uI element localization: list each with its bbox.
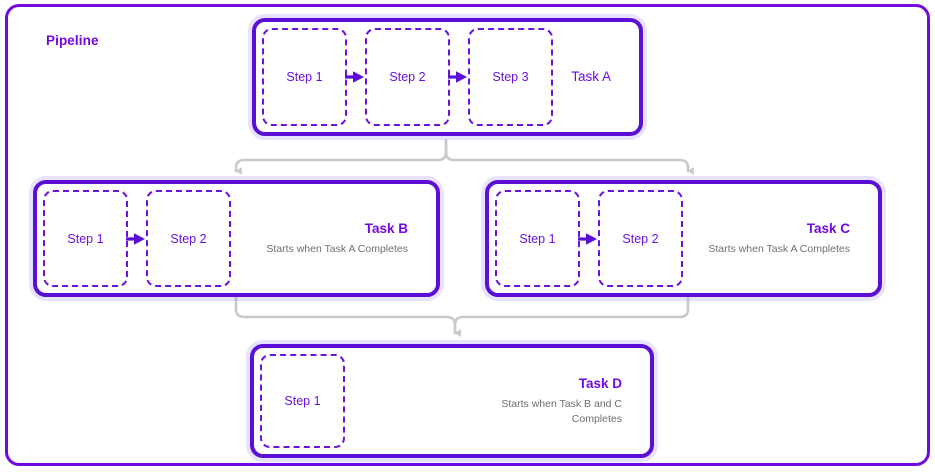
arrow-right-icon <box>578 232 597 245</box>
task-card-task-d[interactable]: Step 1 Task D Starts when Task B and C C… <box>250 344 654 458</box>
step-box[interactable]: Step 1 <box>43 190 128 287</box>
step-box[interactable]: Step 1 <box>260 354 345 448</box>
task-card-task-a[interactable]: Step 1 Step 2 Step 3 Task A <box>252 18 643 136</box>
step-box[interactable]: Step 2 <box>146 190 231 287</box>
task-card-task-b[interactable]: Step 1 Step 2 Task B Starts when Task A … <box>33 180 440 297</box>
step-connector <box>345 28 365 126</box>
task-card-task-c[interactable]: Step 1 Step 2 Task C Starts when Task A … <box>485 180 882 297</box>
step-connector <box>126 190 146 287</box>
step-box[interactable]: Step 2 <box>598 190 683 287</box>
task-label-group: Task C Starts when Task A Completes <box>683 190 872 287</box>
step-box[interactable]: Step 1 <box>495 190 580 287</box>
step-list: Step 1 Step 2 <box>43 190 231 287</box>
step-box[interactable]: Step 2 <box>365 28 450 126</box>
step-connector <box>578 190 598 287</box>
task-label-group: Task A <box>553 28 633 126</box>
task-label-group: Task D Starts when Task B and C Complete… <box>345 354 644 448</box>
task-name: Task B <box>364 220 408 236</box>
task-subtext: Starts when Task B and C Completes <box>501 397 622 426</box>
arrow-right-icon <box>345 71 364 83</box>
arrow-right-icon <box>448 71 467 83</box>
step-box[interactable]: Step 1 <box>262 28 347 126</box>
task-subtext: Starts when Task A Completes <box>266 243 408 255</box>
step-list: Step 1 Step 2 Step 3 <box>262 28 553 126</box>
task-name: Task A <box>571 68 611 84</box>
step-list: Step 1 <box>260 354 345 448</box>
step-connector <box>448 28 468 126</box>
task-name: Task D <box>578 375 622 391</box>
step-box[interactable]: Step 3 <box>468 28 553 126</box>
arrow-right-icon <box>126 232 145 245</box>
task-name: Task C <box>806 220 850 236</box>
task-subtext: Starts when Task A Completes <box>708 243 850 255</box>
page-title: Pipeline <box>46 33 99 48</box>
step-list: Step 1 Step 2 <box>495 190 683 287</box>
task-label-group: Task B Starts when Task A Completes <box>231 190 430 287</box>
